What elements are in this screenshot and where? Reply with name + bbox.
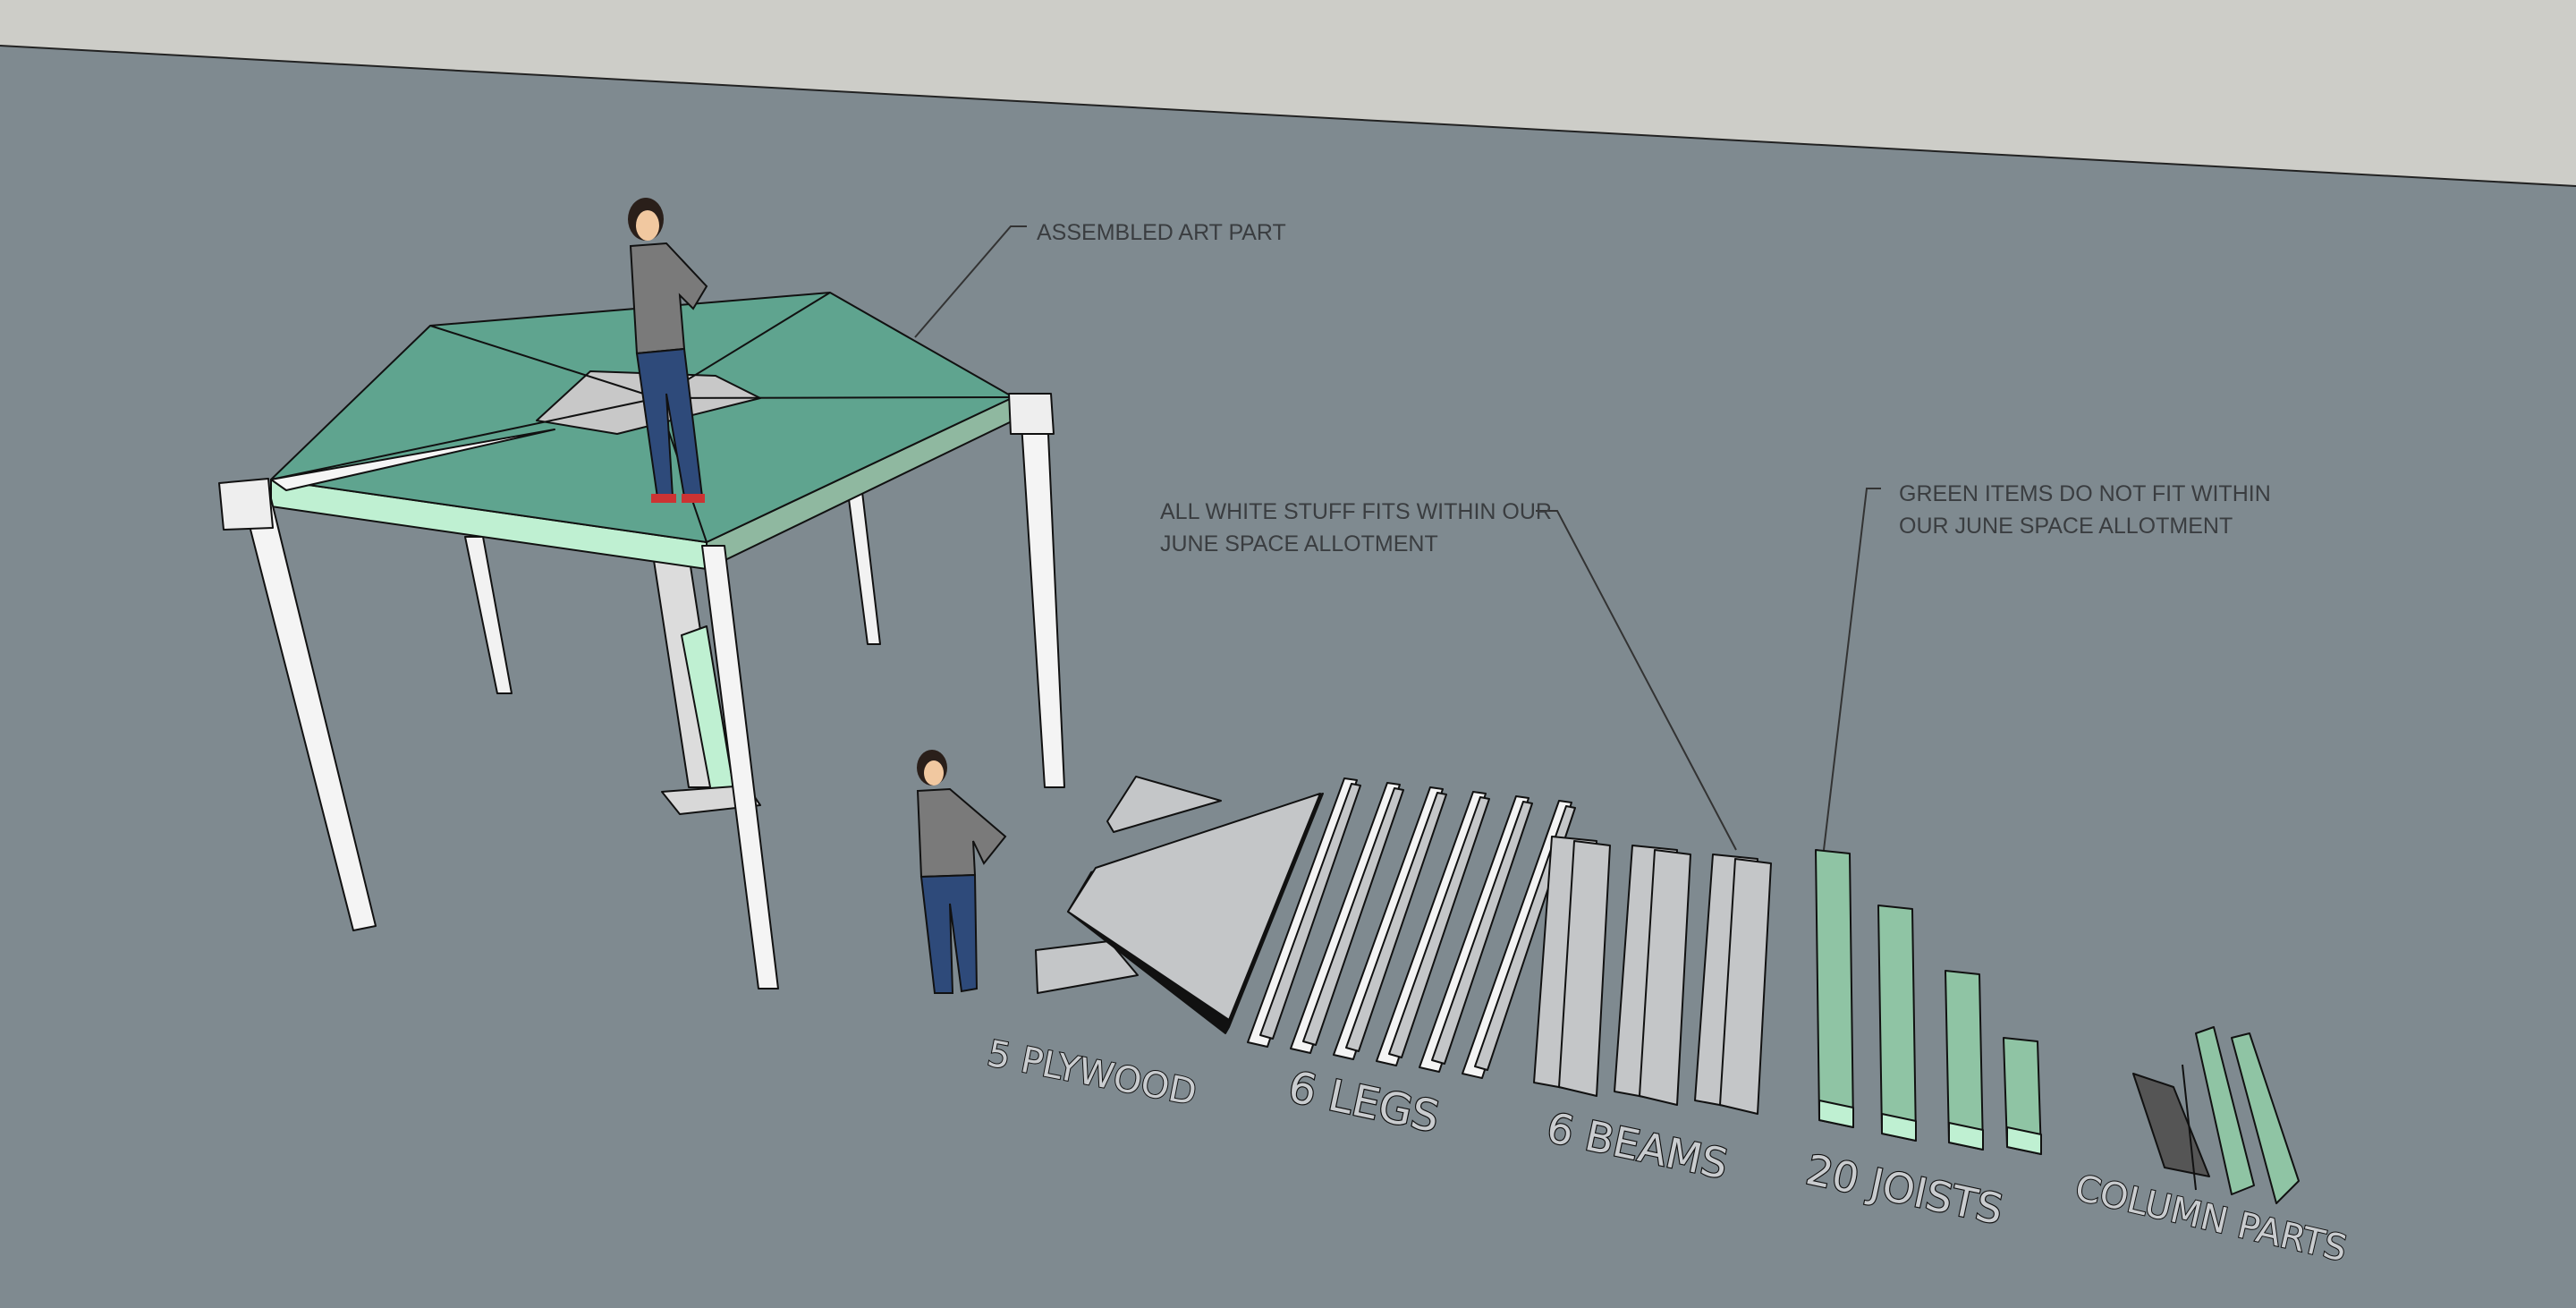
- beam-piece: [1639, 849, 1691, 1106]
- person-figure: [916, 750, 1007, 994]
- annotation-white[interactable]: ALL WHITE STUFF FITS WITHIN OUR JUNE SPA…: [1160, 499, 1737, 851]
- column-parts[interactable]: [2132, 1026, 2300, 1204]
- horizon-line: [0, 45, 2576, 187]
- back-leg: [464, 536, 513, 694]
- bolt: [2182, 1064, 2197, 1191]
- annotation-text: ASSEMBLED ART PART: [1037, 220, 1286, 245]
- leader-line: [914, 225, 1027, 338]
- annotation-text: GREEN ITEMS DO NOT FIT WITHIN: [1899, 481, 2271, 506]
- leg-piece: [1388, 796, 1490, 1058]
- beam-piece: [1719, 858, 1772, 1115]
- joist-stack: [1877, 905, 1917, 1142]
- annotation-text: OUR JUNE SPACE ALLOTMENT: [1899, 514, 2233, 539]
- leg-piece: [1302, 787, 1404, 1046]
- label-column-parts: COLUMN PARTS: [2072, 1168, 2351, 1270]
- leader-line: [1823, 488, 1881, 851]
- plywood-small: [1106, 776, 1222, 833]
- joists-group[interactable]: [1815, 849, 2042, 1155]
- leg-piece: [1431, 801, 1533, 1065]
- front-leg: [701, 545, 779, 989]
- leg-bracket: [1008, 393, 1055, 435]
- label-beams: 6 BEAMS: [1543, 1103, 1733, 1188]
- joist-ends: [2006, 1126, 2042, 1155]
- annotation-green[interactable]: GREEN ITEMS DO NOT FIT WITHIN OUR JUNE S…: [1823, 481, 2271, 851]
- annotation-text: JUNE SPACE ALLOTMENT: [1160, 531, 1438, 556]
- joist-stack: [1815, 849, 1854, 1128]
- beam-piece: [1558, 840, 1611, 1097]
- legs-group[interactable]: [1247, 777, 1576, 1079]
- annotation-assembled[interactable]: ASSEMBLED ART PART: [914, 220, 1286, 338]
- joist-ends: [1881, 1113, 1917, 1142]
- sky: [0, 0, 2576, 186]
- leader-line: [1536, 510, 1737, 851]
- assembled-art-part[interactable]: [218, 292, 1065, 989]
- back-leg: [847, 491, 881, 645]
- leg-piece: [1259, 783, 1361, 1040]
- beams-group[interactable]: [1533, 836, 1772, 1115]
- plywood-small: [1035, 940, 1139, 994]
- steel-plate: [2132, 1073, 2210, 1177]
- leg-piece: [1345, 792, 1447, 1052]
- person-figure: [628, 198, 708, 503]
- label-legs: 6 LEGS: [1284, 1062, 1444, 1142]
- roof-gap: [270, 429, 555, 491]
- plywood-stack[interactable]: [1035, 776, 1324, 1034]
- label-plywood: 5 PLYWOOD: [984, 1033, 1199, 1114]
- plywood-large: [1067, 793, 1321, 1021]
- front-leg: [1019, 395, 1065, 788]
- label-joists: 20 JOISTS: [1802, 1145, 2007, 1234]
- joist-ends: [1948, 1122, 1984, 1151]
- column-board: [2231, 1032, 2300, 1204]
- column-board: [2195, 1026, 2255, 1195]
- front-leg: [239, 487, 377, 931]
- annotation-text: ALL WHITE STUFF FITS WITHIN OUR: [1160, 499, 1552, 524]
- joist-ends: [1818, 1100, 1854, 1128]
- leg-bracket: [218, 478, 274, 531]
